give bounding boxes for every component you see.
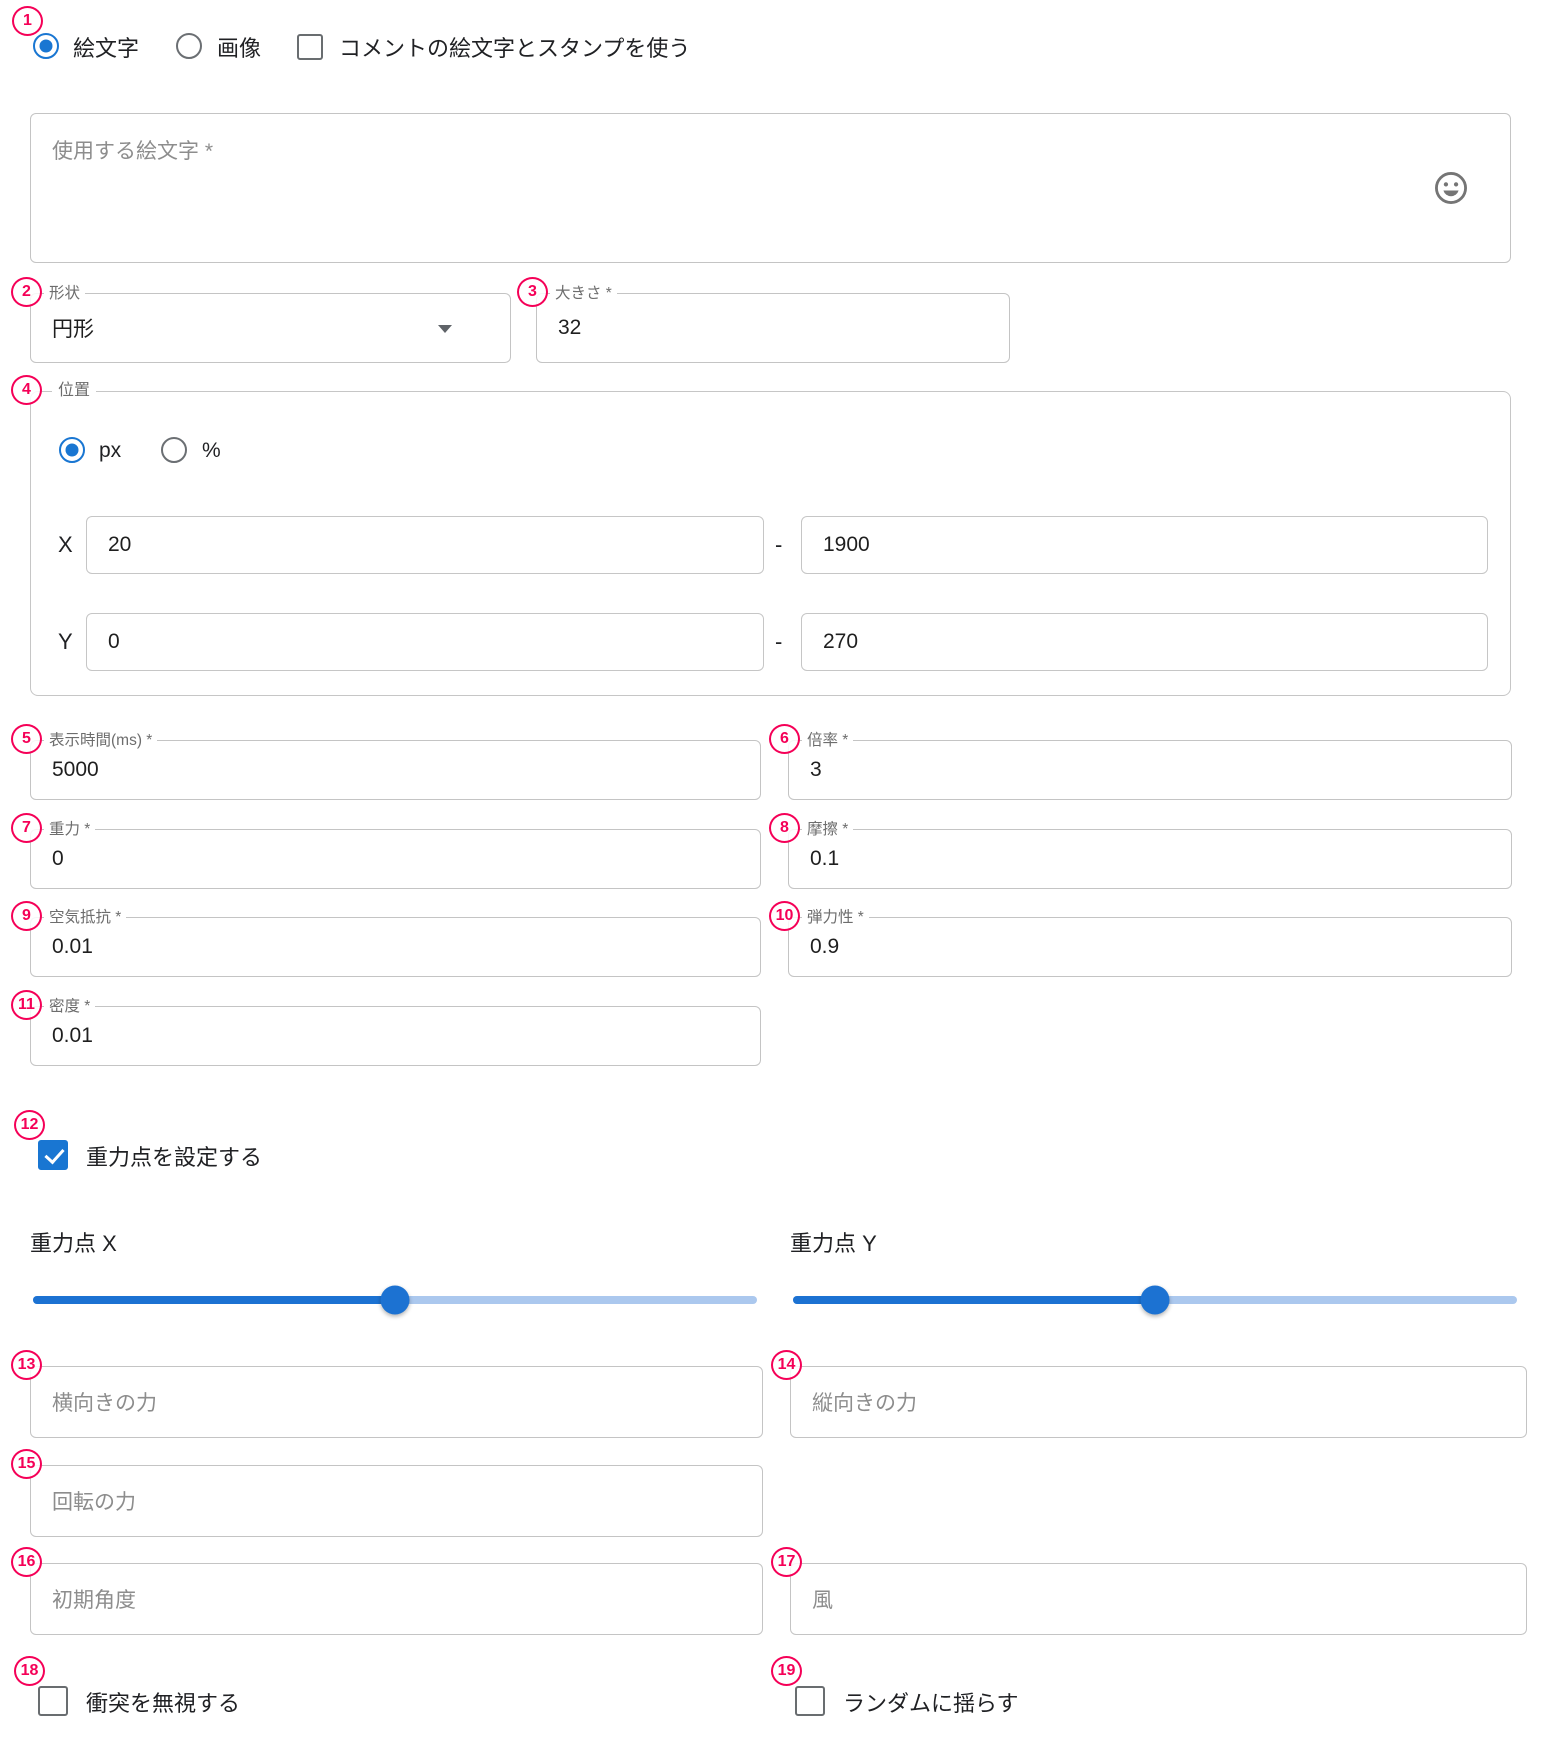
slider-fill — [793, 1296, 1155, 1304]
annotation-16: 16 — [11, 1547, 42, 1577]
duration-value: 5000 — [52, 758, 99, 781]
annotation-13: 13 — [11, 1350, 42, 1380]
size-input-label: 大きさ * — [550, 284, 617, 303]
position-y-max-input[interactable]: 270 — [801, 613, 1488, 671]
friction-label: 摩擦 * — [802, 820, 854, 839]
position-legend: 位置 — [52, 381, 97, 401]
elasticity-label: 弾力性 * — [802, 908, 869, 927]
position-y-separator: - — [775, 629, 783, 654]
unit-percent-radio[interactable] — [161, 437, 187, 463]
gravity-point-y-slider[interactable] — [793, 1285, 1517, 1315]
annotation-9: 9 — [11, 901, 42, 931]
position-y-min-value: 0 — [108, 630, 120, 653]
gravity-point-x-label: 重力点 X — [30, 1231, 117, 1256]
gravity-input[interactable]: 重力 * 0 — [30, 820, 761, 889]
annotation-17: 17 — [771, 1547, 802, 1577]
annotation-19: 19 — [771, 1656, 802, 1686]
unit-px-label: px — [99, 439, 122, 462]
ignore-collision-checkbox[interactable] — [38, 1686, 68, 1716]
horizontal-force-input[interactable]: 横向きの力 — [30, 1366, 763, 1438]
gravity-value: 0 — [52, 847, 64, 870]
position-x-max-input[interactable]: 1900 — [801, 516, 1488, 574]
annotation-3: 3 — [517, 277, 548, 307]
emoji-radio[interactable] — [33, 33, 59, 59]
annotation-11: 11 — [11, 990, 42, 1020]
annotation-4: 4 — [11, 375, 42, 405]
position-y-label: Y — [58, 629, 73, 654]
annotation-15: 15 — [11, 1449, 42, 1479]
annotation-5: 5 — [11, 724, 42, 754]
duration-input[interactable]: 表示時間(ms) * 5000 — [30, 731, 761, 800]
position-x-max-value: 1900 — [823, 533, 870, 556]
position-x-min-value: 20 — [108, 533, 132, 556]
emoji-textarea-placeholder: 使用する絵文字 * — [52, 140, 214, 163]
horizontal-force-placeholder: 横向きの力 — [52, 1392, 157, 1415]
density-label: 密度 * — [44, 997, 96, 1016]
vertical-force-input[interactable]: 縦向きの力 — [790, 1366, 1527, 1438]
annotation-8: 8 — [769, 813, 800, 843]
random-shake-checkbox-label: ランダムに揺らす — [843, 1691, 1019, 1716]
air-resistance-value: 0.01 — [52, 935, 93, 958]
annotation-12: 12 — [14, 1110, 45, 1140]
position-fieldset: 位置 px % X 20 - 1900 Y 0 - 270 — [30, 381, 1511, 696]
magnification-input[interactable]: 倍率 * 3 — [788, 731, 1512, 800]
shape-select-value: 円形 — [52, 318, 94, 341]
density-value: 0.01 — [52, 1024, 93, 1047]
size-input[interactable]: 大きさ * 32 — [536, 284, 1010, 363]
emoji-radio-label: 絵文字 — [73, 36, 140, 61]
friction-value: 0.1 — [810, 847, 840, 870]
annotation-10: 10 — [769, 901, 800, 931]
magnification-label: 倍率 * — [802, 731, 854, 750]
elasticity-value: 0.9 — [810, 935, 840, 958]
air-resistance-label: 空気抵抗 * — [44, 908, 127, 927]
elasticity-input[interactable]: 弾力性 * 0.9 — [788, 908, 1512, 977]
comment-emoji-checkbox-label: コメントの絵文字とスタンプを使う — [339, 36, 691, 61]
shape-select-label: 形状 — [44, 284, 86, 303]
rotation-force-placeholder: 回転の力 — [52, 1491, 136, 1514]
slider-thumb[interactable] — [1140, 1285, 1170, 1315]
random-shake-checkbox[interactable] — [795, 1686, 825, 1716]
gravity-point-y-label: 重力点 Y — [790, 1231, 877, 1256]
comment-emoji-checkbox[interactable] — [297, 34, 323, 60]
position-x-label: X — [58, 532, 73, 557]
image-radio-label: 画像 — [217, 36, 262, 61]
position-y-min-input[interactable]: 0 — [86, 613, 764, 671]
gravity-point-checkbox[interactable] — [38, 1140, 68, 1170]
unit-px-radio[interactable] — [59, 437, 85, 463]
image-radio[interactable] — [176, 33, 202, 59]
position-x-min-input[interactable]: 20 — [86, 516, 764, 574]
vertical-force-placeholder: 縦向きの力 — [812, 1392, 917, 1415]
position-x-separator: - — [775, 532, 783, 557]
gravity-label: 重力 * — [44, 820, 96, 839]
slider-thumb[interactable] — [380, 1285, 410, 1315]
initial-angle-input[interactable]: 初期角度 — [30, 1563, 763, 1635]
density-input[interactable]: 密度 * 0.01 — [30, 997, 761, 1066]
slider-fill — [33, 1296, 395, 1304]
emoji-textarea[interactable]: 使用する絵文字 * — [30, 113, 1511, 263]
magnification-value: 3 — [810, 758, 822, 781]
wind-placeholder: 風 — [812, 1589, 833, 1612]
position-y-max-value: 270 — [823, 630, 859, 653]
ignore-collision-checkbox-label: 衝突を無視する — [86, 1691, 241, 1716]
wind-input[interactable]: 風 — [790, 1563, 1527, 1635]
chevron-down-icon — [438, 325, 452, 333]
duration-label: 表示時間(ms) * — [44, 731, 158, 750]
smiley-icon[interactable] — [1432, 169, 1470, 207]
air-resistance-input[interactable]: 空気抵抗 * 0.01 — [30, 908, 761, 977]
annotation-18: 18 — [14, 1656, 45, 1686]
annotation-6: 6 — [769, 724, 800, 754]
annotation-2: 2 — [11, 277, 42, 307]
initial-angle-placeholder: 初期角度 — [52, 1589, 136, 1612]
annotation-14: 14 — [771, 1350, 802, 1380]
size-input-value: 32 — [558, 316, 582, 339]
unit-percent-label: % — [202, 439, 221, 462]
shape-select[interactable]: 形状 円形 — [30, 284, 511, 363]
gravity-point-x-slider[interactable] — [33, 1285, 757, 1315]
annotation-7: 7 — [11, 813, 42, 843]
annotation-1: 1 — [12, 6, 43, 36]
rotation-force-input[interactable]: 回転の力 — [30, 1465, 763, 1537]
friction-input[interactable]: 摩擦 * 0.1 — [788, 820, 1512, 889]
gravity-point-checkbox-label: 重力点を設定する — [86, 1145, 263, 1170]
